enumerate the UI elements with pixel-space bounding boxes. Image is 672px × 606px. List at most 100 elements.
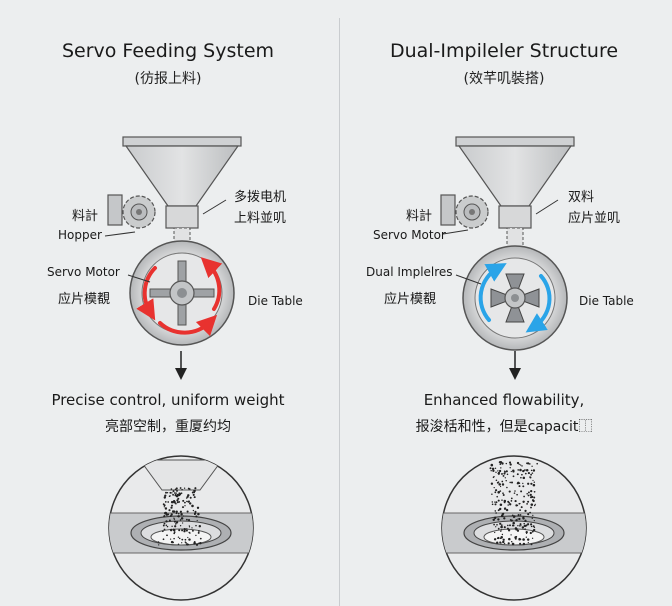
powder-particle bbox=[187, 494, 190, 497]
powder-particle bbox=[168, 509, 171, 512]
powder-particle bbox=[521, 465, 523, 467]
powder-particle bbox=[494, 503, 497, 506]
powder-particle bbox=[502, 538, 505, 541]
powder-particle bbox=[527, 491, 530, 494]
powder-particle bbox=[497, 472, 499, 475]
powder-particle bbox=[193, 541, 196, 545]
powder-particle bbox=[522, 538, 525, 541]
powder-particle bbox=[531, 537, 534, 539]
powder-particle bbox=[163, 514, 166, 517]
powder-particle bbox=[162, 538, 165, 541]
powder-particle bbox=[512, 521, 515, 525]
powder-particle bbox=[533, 504, 536, 507]
powder-particle bbox=[502, 492, 504, 495]
powder-particle bbox=[515, 504, 518, 507]
powder-particle bbox=[533, 520, 535, 522]
powder-particle bbox=[493, 486, 495, 489]
panel-title: Servo Feeding System bbox=[61, 40, 275, 62]
powder-particle bbox=[493, 523, 495, 526]
powder-particle bbox=[499, 541, 502, 544]
powder-particle bbox=[493, 516, 497, 520]
hopper bbox=[122, 136, 242, 251]
powder-particle bbox=[496, 495, 498, 498]
powder-particle bbox=[519, 468, 522, 472]
powder-particle bbox=[494, 531, 496, 534]
powder-particle bbox=[188, 525, 190, 527]
powder-particle bbox=[169, 528, 173, 532]
powder-particle bbox=[519, 514, 522, 516]
powder-particle bbox=[173, 537, 175, 540]
powder-particle bbox=[533, 481, 536, 483]
powder-particle bbox=[522, 516, 525, 519]
powder-particle bbox=[164, 507, 168, 510]
powder-particle bbox=[182, 506, 184, 509]
powder-particle bbox=[510, 540, 513, 543]
powder-particle bbox=[506, 486, 508, 489]
powder-particle bbox=[524, 469, 526, 471]
powder-particle bbox=[491, 493, 493, 495]
powder-particle bbox=[495, 479, 498, 482]
powder-particle bbox=[495, 501, 498, 504]
powder-particle bbox=[526, 493, 528, 495]
motor-label-cn2: 上料並叽 bbox=[234, 211, 287, 226]
powder-particle bbox=[181, 542, 183, 544]
powder-particle bbox=[503, 470, 506, 472]
powder-particle bbox=[530, 523, 533, 526]
powder-particle bbox=[509, 467, 511, 469]
powder-particle bbox=[196, 506, 200, 509]
powder-particle bbox=[510, 481, 514, 484]
powder-particle bbox=[522, 469, 525, 473]
gear-label-cn: 料計 bbox=[72, 209, 99, 224]
powder-particle bbox=[165, 524, 168, 526]
powder-particle bbox=[158, 544, 160, 546]
powder-particle bbox=[186, 510, 189, 513]
powder-particle bbox=[499, 490, 502, 492]
powder-particle bbox=[494, 467, 497, 470]
die-table-label: Die Table bbox=[248, 294, 303, 308]
powder-particle bbox=[500, 524, 503, 526]
powder-particle bbox=[496, 523, 498, 526]
powder-particle bbox=[500, 485, 502, 488]
powder-particle bbox=[508, 537, 511, 541]
powder-particle bbox=[187, 519, 191, 522]
powder-particle bbox=[188, 531, 190, 534]
powder-particle bbox=[185, 497, 188, 499]
powder-particle bbox=[178, 537, 181, 540]
powder-particle bbox=[183, 530, 186, 533]
powder-particle bbox=[533, 496, 536, 499]
powder-particle bbox=[188, 526, 191, 528]
powder-particle bbox=[524, 509, 527, 512]
powder-particle bbox=[499, 522, 502, 525]
powder-particle bbox=[191, 529, 194, 532]
powder-particle bbox=[489, 467, 492, 470]
powder-particle bbox=[494, 510, 497, 512]
powder-particle bbox=[197, 531, 200, 534]
powder-particle bbox=[183, 487, 186, 489]
powder-particle bbox=[181, 488, 183, 491]
panel-subtitle: (效芊叽裝搭) bbox=[463, 71, 545, 87]
powder-particle bbox=[531, 495, 534, 498]
powder-particle bbox=[171, 492, 173, 494]
powder-particle bbox=[185, 529, 188, 532]
powder-particle bbox=[199, 537, 202, 540]
powder-particle bbox=[194, 513, 196, 515]
powder-particle bbox=[170, 540, 174, 544]
powder-particle bbox=[162, 524, 165, 527]
powder-particle bbox=[169, 538, 172, 540]
powder-particle bbox=[192, 509, 195, 512]
powder-particle bbox=[171, 504, 173, 507]
powder-particle bbox=[176, 489, 178, 492]
powder-particle bbox=[513, 492, 516, 494]
powder-particle bbox=[191, 491, 194, 494]
powder-particle bbox=[501, 483, 505, 486]
powder-particle bbox=[522, 482, 524, 485]
powder-particle bbox=[195, 524, 197, 527]
powder-particle bbox=[514, 527, 518, 530]
powder-particle bbox=[511, 514, 514, 517]
magnified-view bbox=[108, 455, 254, 601]
powder-particle bbox=[174, 494, 177, 497]
powder-particle bbox=[186, 500, 188, 503]
powder-particle bbox=[496, 481, 499, 484]
powder-particle bbox=[529, 476, 532, 479]
leader-lines bbox=[442, 199, 559, 285]
